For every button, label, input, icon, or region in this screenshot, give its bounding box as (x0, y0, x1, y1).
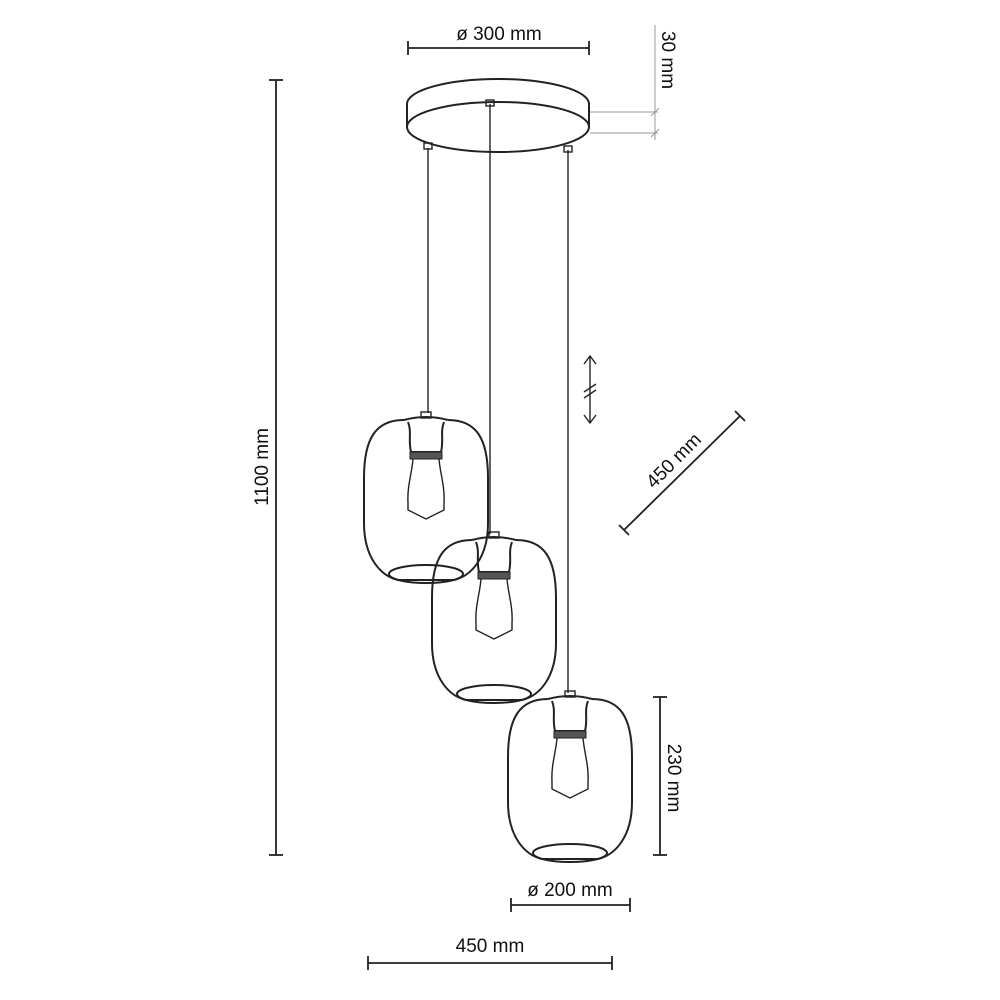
dimension-shade-diameter: ø 200 mm (510, 880, 631, 912)
dimension-cluster-diagonal: 450 mm (618, 410, 746, 536)
label-cluster-diagonal: 450 mm (642, 429, 705, 492)
pendant-shade-2 (431, 531, 557, 704)
pendant-shade-1 (363, 411, 489, 584)
label-shade-diameter: ø 200 mm (527, 880, 613, 901)
dimension-shade-height: 230 mm (653, 696, 684, 856)
dimension-canopy-height: 30 mm (590, 25, 678, 140)
dimension-total-height: 1100 mm (252, 79, 283, 856)
ceiling-canopy (406, 78, 590, 153)
dimension-cluster-width: 450 mm (367, 936, 613, 970)
label-cluster-width: 450 mm (456, 936, 525, 957)
label-canopy-diameter: ø 300 mm (456, 24, 542, 45)
label-shade-height: 230 mm (663, 744, 684, 813)
label-total-height: 1100 mm (252, 428, 273, 506)
label-canopy-height: 30 mm (657, 31, 678, 89)
dimension-canopy-diameter: ø 300 mm (407, 24, 590, 55)
adjustable-length-icon (583, 354, 597, 425)
pendant-shade-3 (507, 690, 633, 863)
